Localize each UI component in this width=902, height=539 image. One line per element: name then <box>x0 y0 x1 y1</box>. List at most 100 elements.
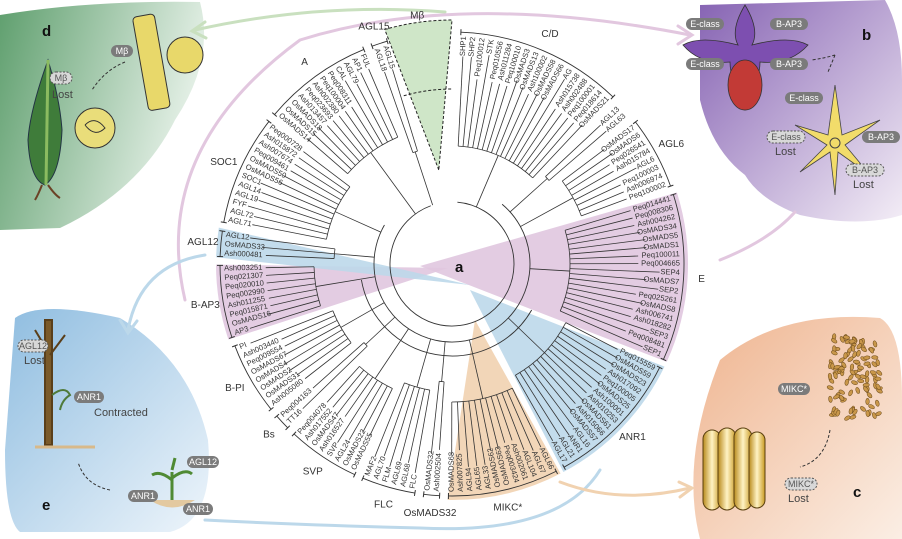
clade-c-d: SHP1SHP2Peq100012STKPeq010556Ash011284Pe… <box>457 29 616 208</box>
branch <box>567 287 643 304</box>
clade-e: Peq014441Peq008306Ash004262OsMADS34OsMAD… <box>529 193 705 362</box>
pollen-grain <box>841 361 847 369</box>
dashed-arrow <box>91 61 126 91</box>
clade-stem <box>441 341 446 382</box>
branch <box>563 301 649 332</box>
branch <box>511 387 542 448</box>
branch <box>547 348 592 388</box>
bracket-tick <box>219 230 226 232</box>
bracket-tick <box>362 46 366 53</box>
clade-label: AGL12 <box>187 237 219 248</box>
svg-text:ANR1: ANR1 <box>77 392 101 402</box>
branch <box>519 372 561 437</box>
pollen-grain <box>865 376 870 384</box>
pollen-grain <box>860 346 867 352</box>
branch <box>515 375 554 442</box>
arrowhead-b <box>676 24 695 46</box>
pollen-grain <box>875 399 880 407</box>
contracted-label: Contracted <box>94 407 148 419</box>
branch <box>368 68 399 138</box>
branch <box>408 388 425 463</box>
arrow-mikc-to-c <box>558 480 692 497</box>
lost-label: Lost <box>775 146 796 158</box>
clade-label: A <box>301 57 308 68</box>
bracket-tick <box>562 464 566 471</box>
clade-bracket <box>293 433 355 476</box>
pollinium-icon <box>702 427 766 511</box>
branch <box>284 324 340 356</box>
pollen-grain <box>848 374 854 381</box>
branch <box>554 340 602 376</box>
mbeta-dashed-arc <box>403 88 453 97</box>
mbeta-lost-tag: Mβ <box>49 71 73 85</box>
clade-stem <box>414 151 434 206</box>
bracket-tick <box>667 184 674 188</box>
pollen-grain <box>860 406 866 412</box>
pollen-grain <box>855 387 861 394</box>
branch <box>574 167 637 201</box>
clade-stem <box>334 253 375 258</box>
branch <box>414 389 431 473</box>
svg-text:ANR1: ANR1 <box>186 504 210 514</box>
branch <box>374 382 405 458</box>
inner-branch-ring <box>389 201 515 327</box>
leaf-label: FLM <box>380 466 393 483</box>
branch <box>439 381 445 450</box>
clade-label: SVP <box>303 467 323 478</box>
branch <box>565 296 631 318</box>
pollen-grain <box>871 355 879 360</box>
branch <box>457 56 464 147</box>
branch <box>261 192 333 220</box>
svg-text:MIKC*: MIKC* <box>781 384 808 394</box>
branch <box>490 396 506 443</box>
branch <box>528 366 575 428</box>
seedling-icon <box>151 457 193 500</box>
orchid-lip <box>727 59 763 111</box>
agl12-tag: AGL12 <box>187 456 219 468</box>
e-class-lost-tag: E-class <box>766 130 806 144</box>
svg-text:B-AP3: B-AP3 <box>776 19 802 29</box>
clade-svp: OsMADS55OsMADS22AGL24SVPAsh016527OsMADS4… <box>291 328 409 478</box>
svg-text:ANR1: ANR1 <box>131 491 155 501</box>
clade-stem <box>370 152 416 215</box>
clade-bracket <box>274 48 364 115</box>
seed-closeup-icon <box>74 107 116 149</box>
bracket-tick <box>231 344 238 348</box>
branch <box>566 217 633 236</box>
branch <box>284 320 338 347</box>
pollen-grain <box>851 380 858 385</box>
lost-label: Lost <box>52 89 73 101</box>
branch <box>312 342 365 389</box>
clade-stem <box>340 302 385 328</box>
pollen-grain <box>866 392 873 399</box>
branch <box>457 401 460 451</box>
orchid-roots-icon <box>51 389 72 411</box>
branch <box>268 288 317 299</box>
pollen-grain <box>844 415 851 421</box>
pollen-grain <box>874 376 882 381</box>
branch <box>562 149 605 182</box>
bracket-tick <box>670 193 677 196</box>
bracket-tick <box>610 94 616 100</box>
lost-label: Lost <box>24 355 45 367</box>
branch <box>566 292 633 310</box>
leaf-label: PI <box>238 340 248 351</box>
bracket-tick <box>285 425 291 431</box>
pollen-grain <box>869 346 874 354</box>
pollen-grain <box>848 389 854 397</box>
phylogenetic-tree: SHP1SHP2Peq100012STKPeq010556Ash011284Pe… <box>187 10 705 519</box>
pollen-grain <box>839 394 845 401</box>
pollen-grain <box>833 372 838 380</box>
leaf-label: SHP2 <box>466 37 477 58</box>
branch <box>360 72 393 140</box>
branch <box>508 97 545 161</box>
flower-center <box>829 137 841 149</box>
mbeta-label: Mβ <box>410 10 424 21</box>
clade-bracket <box>362 477 415 494</box>
svg-text:E-class: E-class <box>771 132 801 142</box>
branch <box>544 352 587 394</box>
branch <box>477 81 493 149</box>
leaf-label: OsMADS32 <box>422 450 435 491</box>
